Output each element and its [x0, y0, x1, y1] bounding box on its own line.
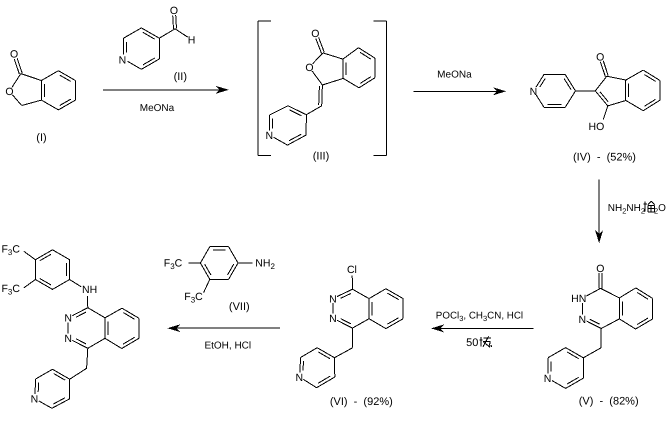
svg-text:O: O [305, 62, 313, 74]
svg-text:(I): (I) [36, 132, 46, 144]
svg-text:N: N [530, 86, 538, 98]
svg-text:2​O: 2​O [654, 203, 666, 216]
svg-text:N: N [119, 54, 127, 66]
svg-text:F3​C: F3​C [184, 291, 203, 305]
svg-text:N: N [544, 373, 552, 385]
svg-text:EtOH, HCl: EtOH, HCl [204, 340, 251, 351]
svg-text:N: N [296, 372, 304, 384]
svg-text:NH2​: NH2​ [255, 258, 275, 272]
svg-text:O: O [311, 28, 319, 40]
svg-text:O: O [596, 51, 604, 63]
svg-text:POCl3​, CH3​CN, HCl: POCl3​, CH3​CN, HCl [436, 310, 523, 323]
svg-text:N: N [329, 294, 337, 306]
svg-text:N: N [329, 313, 337, 325]
svg-text:NH2​NH2​: NH2​NH2​ [608, 203, 645, 216]
svg-text:N: N [579, 314, 587, 326]
svg-text:N: N [64, 313, 72, 325]
svg-text:O: O [596, 263, 604, 275]
svg-text:HN: HN [571, 293, 586, 305]
svg-text:N: N [64, 333, 72, 345]
svg-text:50: 50 [466, 337, 478, 349]
svg-text:(V) - (82%): (V) - (82%) [579, 396, 639, 408]
svg-text:H: H [188, 35, 196, 47]
svg-text:(IV) - (52%): (IV) - (52%) [573, 151, 636, 163]
svg-text:F3​C: F3​C [2, 243, 21, 257]
svg-text:NH: NH [82, 284, 97, 296]
svg-text:N: N [31, 393, 39, 405]
svg-text:O: O [170, 5, 178, 17]
svg-text:MeONa: MeONa [140, 103, 175, 114]
svg-text:MeONa: MeONa [437, 70, 472, 81]
svg-text:Cl: Cl [347, 264, 357, 276]
svg-text:(II): (II) [174, 71, 187, 83]
svg-text:(VI) - (92%): (VI) - (92%) [330, 396, 393, 408]
svg-text:F3​C: F3​C [164, 258, 183, 272]
svg-text:O: O [5, 86, 13, 98]
svg-text:HO: HO [589, 121, 605, 133]
svg-text:N: N [266, 130, 274, 142]
svg-text:O: O [10, 49, 18, 61]
svg-text:F3​C: F3​C [2, 283, 21, 297]
svg-text:(VII): (VII) [229, 301, 250, 313]
svg-text:(III): (III) [313, 151, 330, 163]
